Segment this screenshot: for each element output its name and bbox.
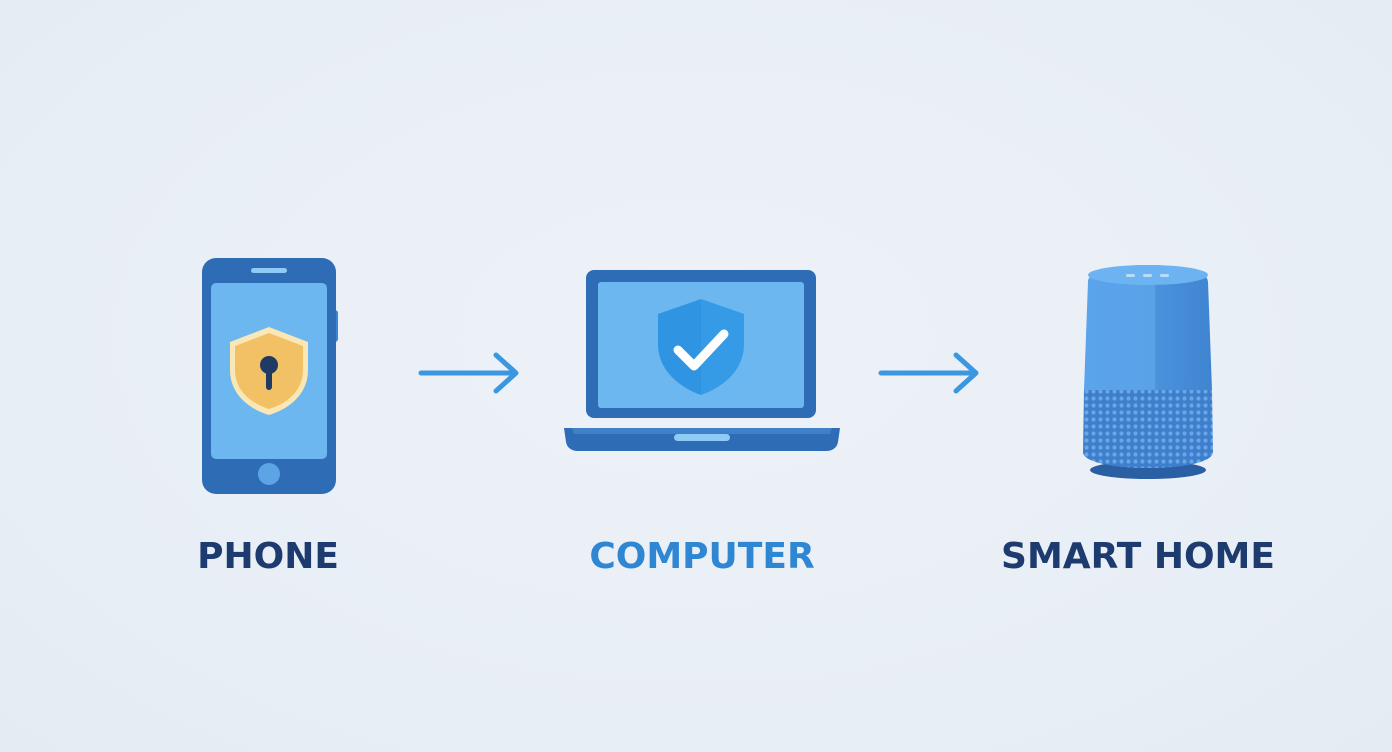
arrow-right-icon — [418, 352, 519, 394]
laptop-check-shield-icon — [564, 270, 840, 451]
step-label-smart-home: SMART HOME — [1001, 536, 1275, 577]
indicator-light — [1160, 274, 1169, 277]
step-label-computer: COMPUTER — [589, 536, 815, 577]
arrow-right-icon — [878, 352, 979, 394]
smartphone-lock-shield-icon — [202, 258, 338, 494]
indicator-light — [1143, 274, 1152, 277]
smart-speaker-icon — [1083, 265, 1213, 479]
keyhole-icon — [260, 356, 278, 374]
step-label-phone: PHONE — [197, 536, 339, 577]
indicator-light — [1126, 274, 1135, 277]
checkmark-icon — [673, 329, 729, 371]
